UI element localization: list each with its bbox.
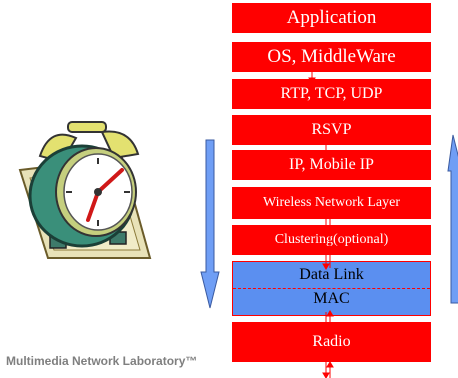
layer-rtp-tcp-udp: RTP, TCP, UDP bbox=[232, 79, 431, 109]
footer-lab-name: Multimedia Network Laboratory™ bbox=[6, 354, 198, 368]
layer-data-link-mac: Data Link MAC bbox=[232, 261, 431, 316]
alarm-clock-icon bbox=[18, 121, 152, 259]
layer-radio: Radio bbox=[232, 322, 431, 362]
layer-clustering: Clustering(optional) bbox=[232, 225, 431, 255]
data-link-divider bbox=[233, 288, 430, 289]
layer-rsvp: RSVP bbox=[232, 115, 431, 145]
layer-data-link-label: Data Link bbox=[299, 266, 364, 283]
layer-mac-label: MAC bbox=[313, 290, 350, 307]
down-arrow-icon bbox=[200, 139, 220, 309]
stack-connector-arrows bbox=[308, 66, 334, 378]
protocol-stack: Application OS, MiddleWare RTP, TCP, UDP… bbox=[232, 0, 431, 378]
layer-os-middleware: OS, MiddleWare bbox=[232, 42, 431, 72]
up-arrow-icon bbox=[447, 134, 458, 304]
layer-ip-mobile-ip: IP, Mobile IP bbox=[232, 150, 431, 180]
layer-application: Application bbox=[232, 3, 431, 33]
